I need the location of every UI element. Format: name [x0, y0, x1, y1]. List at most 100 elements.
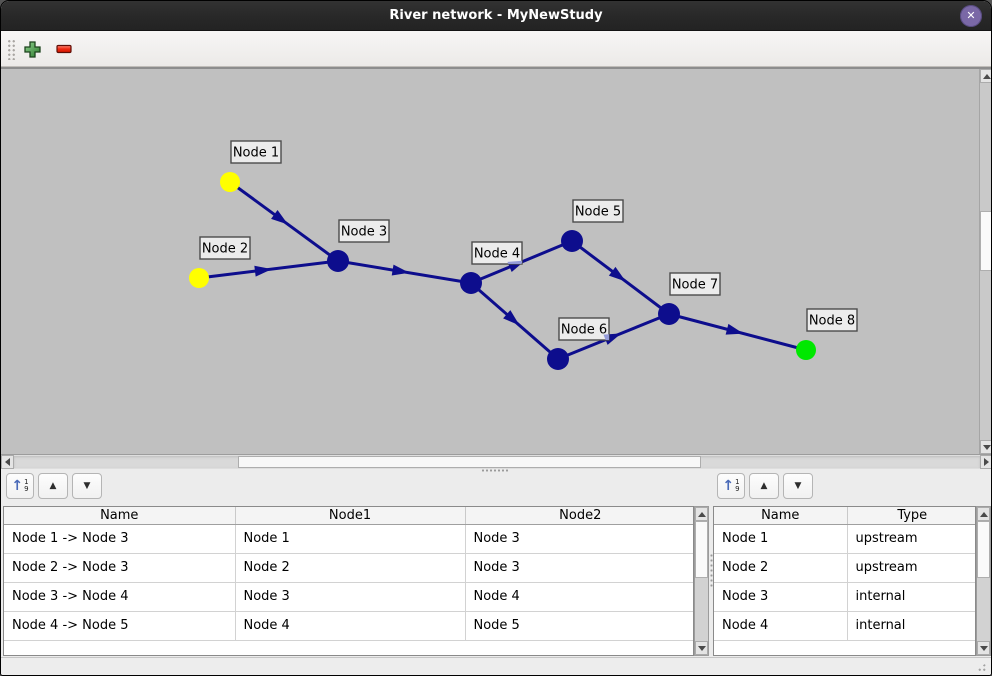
triangle-right-icon	[984, 458, 989, 466]
remove-button[interactable]	[51, 36, 77, 62]
scroll-down-button[interactable]	[980, 440, 991, 454]
nodes-move-up-button[interactable]: ▲	[749, 473, 779, 499]
table-cell[interactable]: Node 2	[235, 553, 466, 583]
vertical-scrollbar-thumb[interactable]	[695, 521, 708, 578]
node-label: Node 3	[341, 225, 387, 240]
scroll-down-button[interactable]	[977, 641, 990, 655]
edge-arrow-icon	[391, 264, 410, 276]
node-label-box[interactable]	[572, 199, 624, 223]
table-cell[interactable]: internal	[847, 611, 975, 641]
table-cell[interactable]: upstream	[847, 524, 975, 554]
graph-node-n2[interactable]	[189, 268, 209, 288]
graph-node-n5[interactable]	[561, 230, 583, 252]
vertical-splitter[interactable]	[709, 553, 714, 587]
arrow-up-icon: ▲	[760, 480, 768, 491]
graph-node-n8[interactable]	[796, 340, 816, 360]
column-header[interactable]: Name	[714, 507, 848, 525]
nodes-table-scrollbar[interactable]	[976, 506, 991, 656]
graph-horizontal-scrollbar[interactable]	[1, 454, 991, 469]
graph-node-n1[interactable]	[220, 172, 240, 192]
table-cell[interactable]: Node 2	[714, 553, 848, 583]
graph-vertical-scrollbar[interactable]	[979, 69, 991, 454]
graph-node-n4[interactable]	[460, 272, 482, 294]
graph-node-n7[interactable]	[658, 303, 680, 325]
toolbar-drag-handle[interactable]	[7, 39, 16, 60]
branches-move-down-button[interactable]: ▼	[72, 473, 102, 499]
table-cell[interactable]: Node 3	[714, 582, 848, 612]
table-cell[interactable]: Node 4	[714, 611, 848, 641]
node-label-box[interactable]	[338, 219, 390, 243]
table-cell[interactable]: upstream	[847, 553, 975, 583]
column-header[interactable]: Node1	[235, 507, 466, 525]
column-header[interactable]: Node2	[465, 507, 693, 525]
toolbar-separator	[1, 67, 991, 69]
arrow-up-icon: ▲	[49, 480, 57, 491]
add-button[interactable]	[19, 36, 45, 62]
table-cell[interactable]: Node 4 -> Node 5	[4, 611, 236, 641]
table-cell[interactable]: Node 3	[465, 553, 693, 583]
scroll-up-button[interactable]	[977, 507, 990, 521]
table-cell[interactable]: Node 5	[465, 611, 693, 641]
scroll-left-button[interactable]	[1, 455, 14, 469]
graph-node-n3[interactable]	[327, 250, 349, 272]
node-label-box[interactable]	[558, 317, 610, 341]
table-cell[interactable]: Node 3 -> Node 4	[4, 582, 236, 612]
table-cell[interactable]: Node 4	[235, 611, 466, 641]
scroll-up-button[interactable]	[980, 69, 991, 83]
scroll-down-button[interactable]	[695, 641, 708, 655]
node-label-box[interactable]	[199, 236, 251, 260]
node-label-box[interactable]	[806, 308, 858, 332]
nodes-move-down-button[interactable]: ▼	[783, 473, 813, 499]
horizontal-scrollbar-thumb[interactable]	[238, 456, 701, 468]
plus-icon	[23, 40, 41, 58]
column-header[interactable]: Name	[4, 507, 236, 525]
close-button[interactable]: ✕	[960, 5, 982, 27]
vertical-scrollbar-thumb[interactable]	[977, 521, 990, 578]
table-cell[interactable]: Node 4	[465, 582, 693, 612]
triangle-up-icon	[979, 511, 988, 517]
node-label-box[interactable]	[230, 140, 282, 164]
branches-table-scrollbar[interactable]	[694, 506, 709, 656]
node-label: Node 7	[672, 278, 718, 293]
triangle-up-icon	[982, 73, 991, 79]
table-cell[interactable]: Node 3	[465, 524, 693, 554]
graph-node-n6[interactable]	[547, 348, 569, 370]
node-label: Node 4	[474, 247, 520, 262]
scroll-right-button[interactable]	[980, 455, 991, 469]
table-cell[interactable]: internal	[847, 582, 975, 612]
scroll-up-button[interactable]	[695, 507, 708, 521]
node-label-box[interactable]	[669, 272, 721, 296]
horizontal-splitter[interactable]	[1, 469, 991, 472]
table-cell[interactable]: Node 1 -> Node 3	[4, 524, 236, 554]
branches-move-up-button[interactable]: ▲	[38, 473, 68, 499]
node-label-box[interactable]	[471, 241, 523, 265]
resize-grip-icon[interactable]	[973, 663, 986, 673]
column-header[interactable]: Type	[847, 507, 975, 525]
title-bar[interactable]: River network - MyNewStudy ✕	[1, 1, 991, 31]
vertical-scrollbar-thumb[interactable]	[980, 211, 991, 271]
table-cell[interactable]: Node 3	[235, 582, 466, 612]
table-cell[interactable]: Node 2 -> Node 3	[4, 553, 236, 583]
table-cell[interactable]: Node 1	[714, 524, 848, 554]
table-cell[interactable]: Node 1	[235, 524, 466, 554]
triangle-down-icon	[979, 645, 988, 651]
edge-arrow-icon	[254, 265, 272, 277]
